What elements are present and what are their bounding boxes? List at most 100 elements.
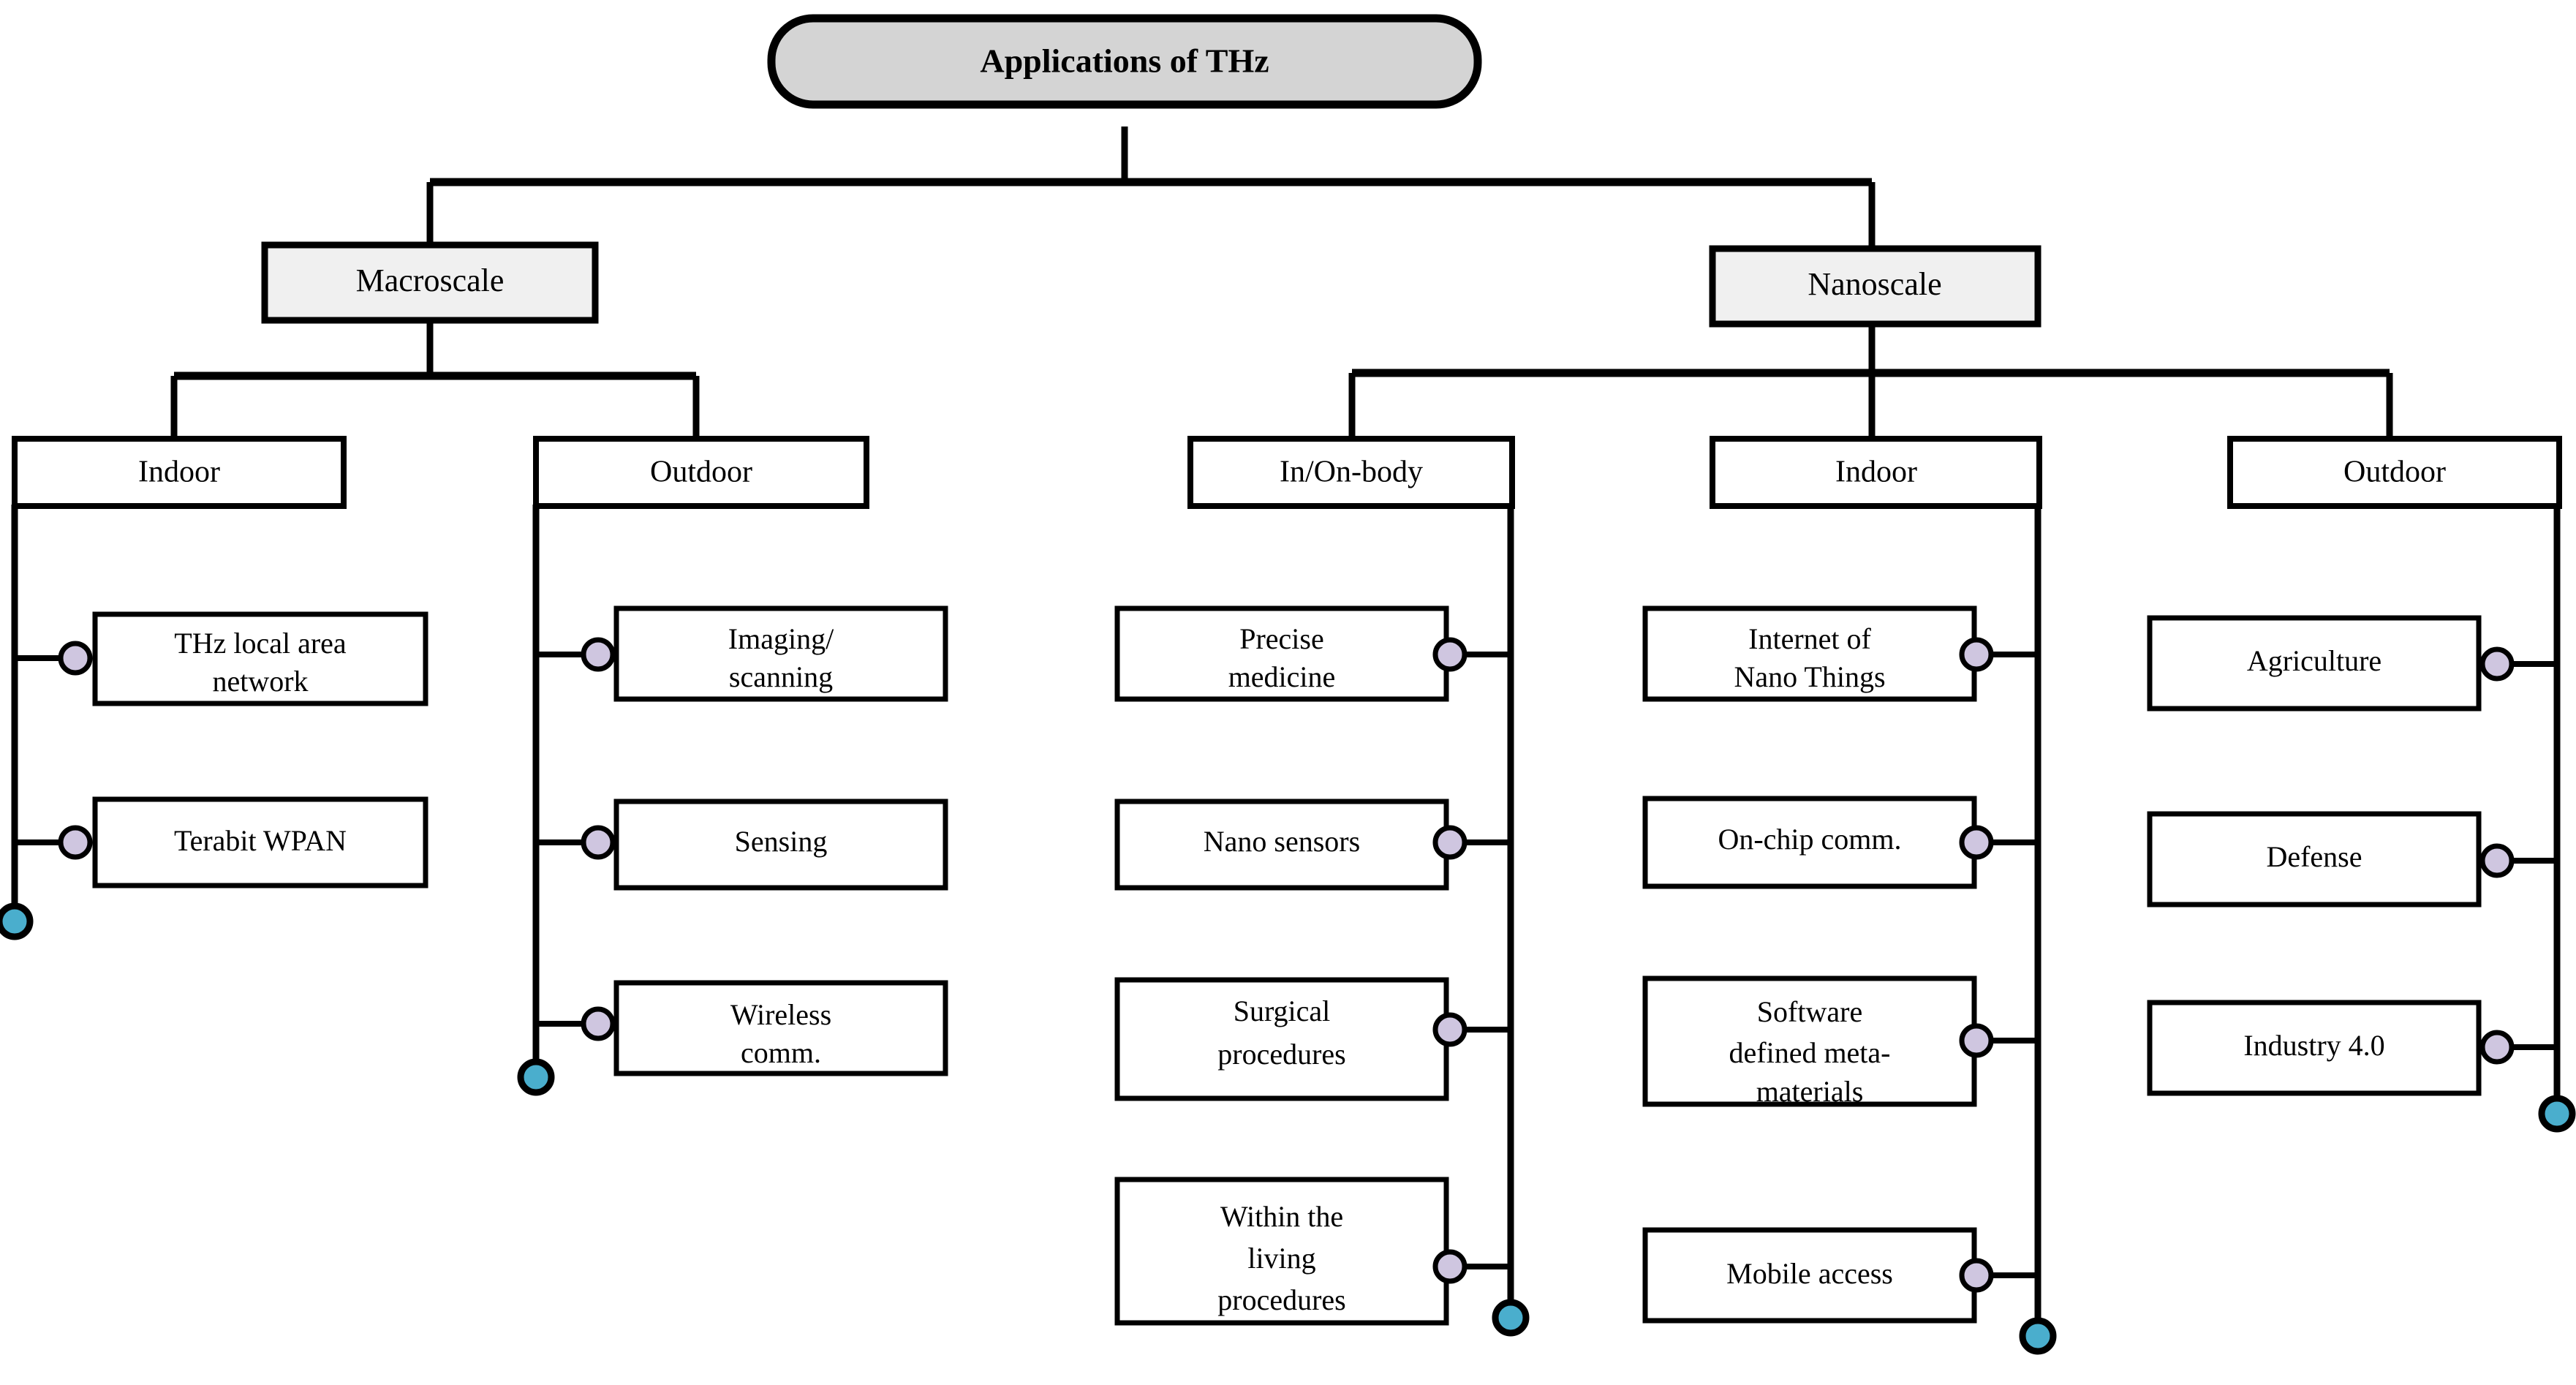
leaf-label-line2: network: [212, 665, 308, 698]
node-nanoscale[interactable]: Nanoscale: [1709, 245, 2041, 328]
leaf-label-line1: Agriculture: [2247, 644, 2382, 677]
leaf-label-line1: Sensing: [735, 825, 828, 858]
leaf-box[interactable]: [613, 605, 948, 702]
leaf-box[interactable]: [2147, 1000, 2482, 1096]
leaf-internet-of-nano-things[interactable]: Internet of Nano Things: [1642, 605, 1977, 702]
leaf-precise-medicine[interactable]: Precise medicine: [1114, 605, 1449, 702]
nano-indoor-box[interactable]: [1710, 436, 2042, 509]
terminal-dot-icon: [2019, 1317, 2057, 1355]
nano-inonbody-box[interactable]: [1187, 436, 1515, 509]
leaf-box[interactable]: [92, 796, 428, 888]
node-macro-outdoor[interactable]: Outdoor: [533, 436, 869, 509]
connector-dot-icon: [1432, 637, 1468, 672]
leaf-on-chip-comm[interactable]: On-chip comm.: [1642, 796, 1977, 889]
leaf-label-line2: living: [1247, 1242, 1315, 1275]
leaf-software-defined-metamaterials[interactable]: Software defined meta- materials: [1642, 975, 1977, 1108]
leaf-label-line1: Surgical: [1234, 995, 1331, 1027]
macro-indoor-label: Indoor: [138, 456, 220, 489]
leaf-box[interactable]: [1114, 799, 1449, 891]
leaf-box[interactable]: [613, 980, 948, 1076]
leaf-box[interactable]: [1642, 605, 1977, 702]
leaf-label-line1: Mobile access: [1726, 1257, 1893, 1290]
node-macroscale[interactable]: Macroscale: [261, 241, 599, 324]
macroscale-box[interactable]: [261, 241, 599, 324]
nano-inonbody-label: In/On-body: [1280, 456, 1423, 489]
leaf-label-line1: Precise: [1239, 622, 1324, 655]
leaf-label-line3: procedures: [1217, 1283, 1345, 1316]
connector-dot-icon: [1432, 825, 1468, 860]
connector-dot-icon: [1959, 1023, 1994, 1058]
node-root[interactable]: Applications of THz: [767, 14, 1482, 109]
leaf-box[interactable]: [1642, 796, 1977, 889]
leaf-box[interactable]: [613, 799, 948, 891]
connector-dot-icon: [2479, 646, 2515, 682]
connector-lines: [11, 127, 2561, 1335]
leaf-sensing[interactable]: Sensing: [613, 799, 948, 891]
terminal-dot-icon: [1492, 1299, 1530, 1337]
leaf-box[interactable]: [1642, 1227, 1977, 1324]
macro-indoor-box[interactable]: [12, 436, 347, 509]
leaf-box[interactable]: [1114, 1177, 1449, 1326]
connector-dot-icon: [58, 825, 93, 860]
leaf-label-line2: procedures: [1217, 1038, 1345, 1071]
leaf-label-line2: scanning: [729, 660, 833, 693]
nanoscale-label: Nanoscale: [1808, 266, 1941, 302]
macro-outdoor-box[interactable]: [533, 436, 869, 509]
leaf-label-line1: Defense: [2266, 840, 2362, 873]
leaf-label-line2: medicine: [1228, 660, 1336, 693]
nano-outdoor-label: Outdoor: [2343, 456, 2446, 489]
leaf-label-line2: Nano Things: [1734, 660, 1885, 693]
leaf-box[interactable]: [2147, 811, 2482, 907]
terminal-dots: [0, 902, 2576, 1355]
leaf-imaging-scanning[interactable]: Imaging/ scanning: [613, 605, 948, 702]
node-macro-indoor[interactable]: Indoor: [12, 436, 347, 509]
connector-dot-icon: [58, 641, 93, 676]
leaf-box[interactable]: [1114, 605, 1449, 702]
leaf-label-line1: Industry 4.0: [2243, 1029, 2384, 1062]
leaf-industry-40[interactable]: Industry 4.0: [2147, 1000, 2482, 1096]
leaf-label-line2: comm.: [741, 1036, 821, 1069]
nanoscale-box[interactable]: [1709, 245, 2041, 328]
leaf-defense[interactable]: Defense: [2147, 811, 2482, 907]
connector-dot-icon: [581, 825, 616, 860]
connector-dots: [58, 637, 2515, 1293]
leaf-label-line1: Wireless: [730, 998, 831, 1031]
macroscale-label: Macroscale: [356, 263, 505, 298]
leaf-box[interactable]: [1642, 975, 1977, 1107]
leaf-nano-sensors[interactable]: Nano sensors: [1114, 799, 1449, 891]
node-nano-outdoor[interactable]: Outdoor: [2227, 436, 2562, 509]
nano-outdoor-box[interactable]: [2227, 436, 2562, 509]
leaf-surgical-procedures[interactable]: Surgical procedures: [1114, 977, 1449, 1101]
connector-dot-icon: [1959, 1258, 1994, 1293]
leaf-within-the-living-procedures[interactable]: Within the living procedures: [1114, 1177, 1449, 1326]
connector-dot-icon: [2479, 843, 2515, 878]
leaf-label-line3: materials: [1756, 1075, 1864, 1108]
connector-dot-icon: [1959, 637, 1994, 672]
leaf-label-line1: Within the: [1220, 1200, 1343, 1233]
node-nano-indoor[interactable]: Indoor: [1710, 436, 2042, 509]
connector-dot-icon: [1959, 825, 1994, 860]
leaf-label-line1: On-chip comm.: [1718, 823, 1901, 856]
leaf-wireless-comm[interactable]: Wireless comm.: [613, 980, 948, 1076]
connector-dot-icon: [581, 1006, 616, 1041]
leaf-label-line1: THz local area: [174, 627, 347, 660]
connector-dot-icon: [1432, 1012, 1468, 1047]
leaf-box[interactable]: [1114, 977, 1449, 1101]
leaf-box[interactable]: [2147, 615, 2482, 712]
connector-dot-icon: [2479, 1030, 2515, 1065]
connector-dot-icon: [1432, 1249, 1468, 1284]
leaf-terabit-wpan[interactable]: Terabit WPAN: [92, 796, 428, 888]
terminal-dot-icon: [0, 902, 34, 940]
nano-indoor-label: Indoor: [1835, 456, 1917, 489]
leaf-label-line1: Internet of: [1748, 622, 1871, 655]
leaf-agriculture[interactable]: Agriculture: [2147, 615, 2482, 712]
leaf-box[interactable]: [92, 611, 428, 706]
leaf-label-line1: Imaging/: [728, 622, 834, 655]
leaf-mobile-access[interactable]: Mobile access: [1642, 1227, 1977, 1324]
terminal-dot-icon: [517, 1058, 555, 1096]
leaf-thz-local-area-network[interactable]: THz local area network: [92, 611, 428, 706]
root-box[interactable]: [767, 14, 1482, 109]
node-nano-inonbody[interactable]: In/On-body: [1187, 436, 1515, 509]
